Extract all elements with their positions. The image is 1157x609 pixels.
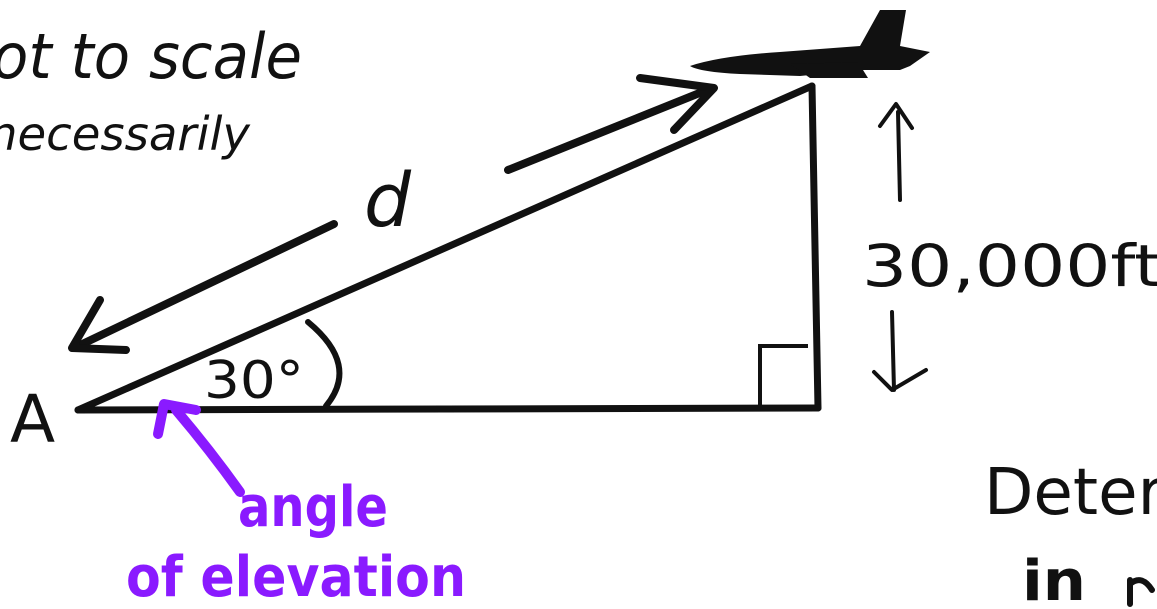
right-angle-marker bbox=[758, 344, 808, 408]
jet-silhouette-icon bbox=[690, 10, 930, 78]
base-line bbox=[74, 404, 822, 414]
hypotenuse-line bbox=[74, 82, 816, 414]
annotation-arrow bbox=[153, 399, 245, 497]
hypotenuse-label: d bbox=[364, 158, 412, 244]
height-label: 30,000ft bbox=[862, 232, 1157, 300]
question-line-1: Deter bbox=[984, 456, 1157, 530]
annotation-line-2: of elevation bbox=[126, 545, 466, 609]
question-partial-glyph bbox=[1127, 577, 1155, 607]
height-arrow-down bbox=[872, 310, 928, 392]
vertical-side-line bbox=[808, 82, 822, 412]
note-line-1: ot to scale bbox=[0, 20, 302, 93]
height-arrow-up bbox=[878, 102, 914, 202]
vertex-label: A bbox=[10, 381, 55, 458]
angle-label: 30° bbox=[204, 351, 304, 411]
annotation-line-1: angle bbox=[238, 475, 388, 540]
note-line-2: necessarily bbox=[0, 107, 251, 161]
angle-of-elevation-annotation: angle of elevation bbox=[126, 399, 466, 609]
angle-arc bbox=[305, 319, 343, 409]
question-line-2: in bbox=[1022, 549, 1086, 609]
distance-arrow-up bbox=[504, 74, 718, 174]
distance-arrow-down bbox=[68, 220, 338, 354]
right-triangle bbox=[74, 82, 822, 414]
